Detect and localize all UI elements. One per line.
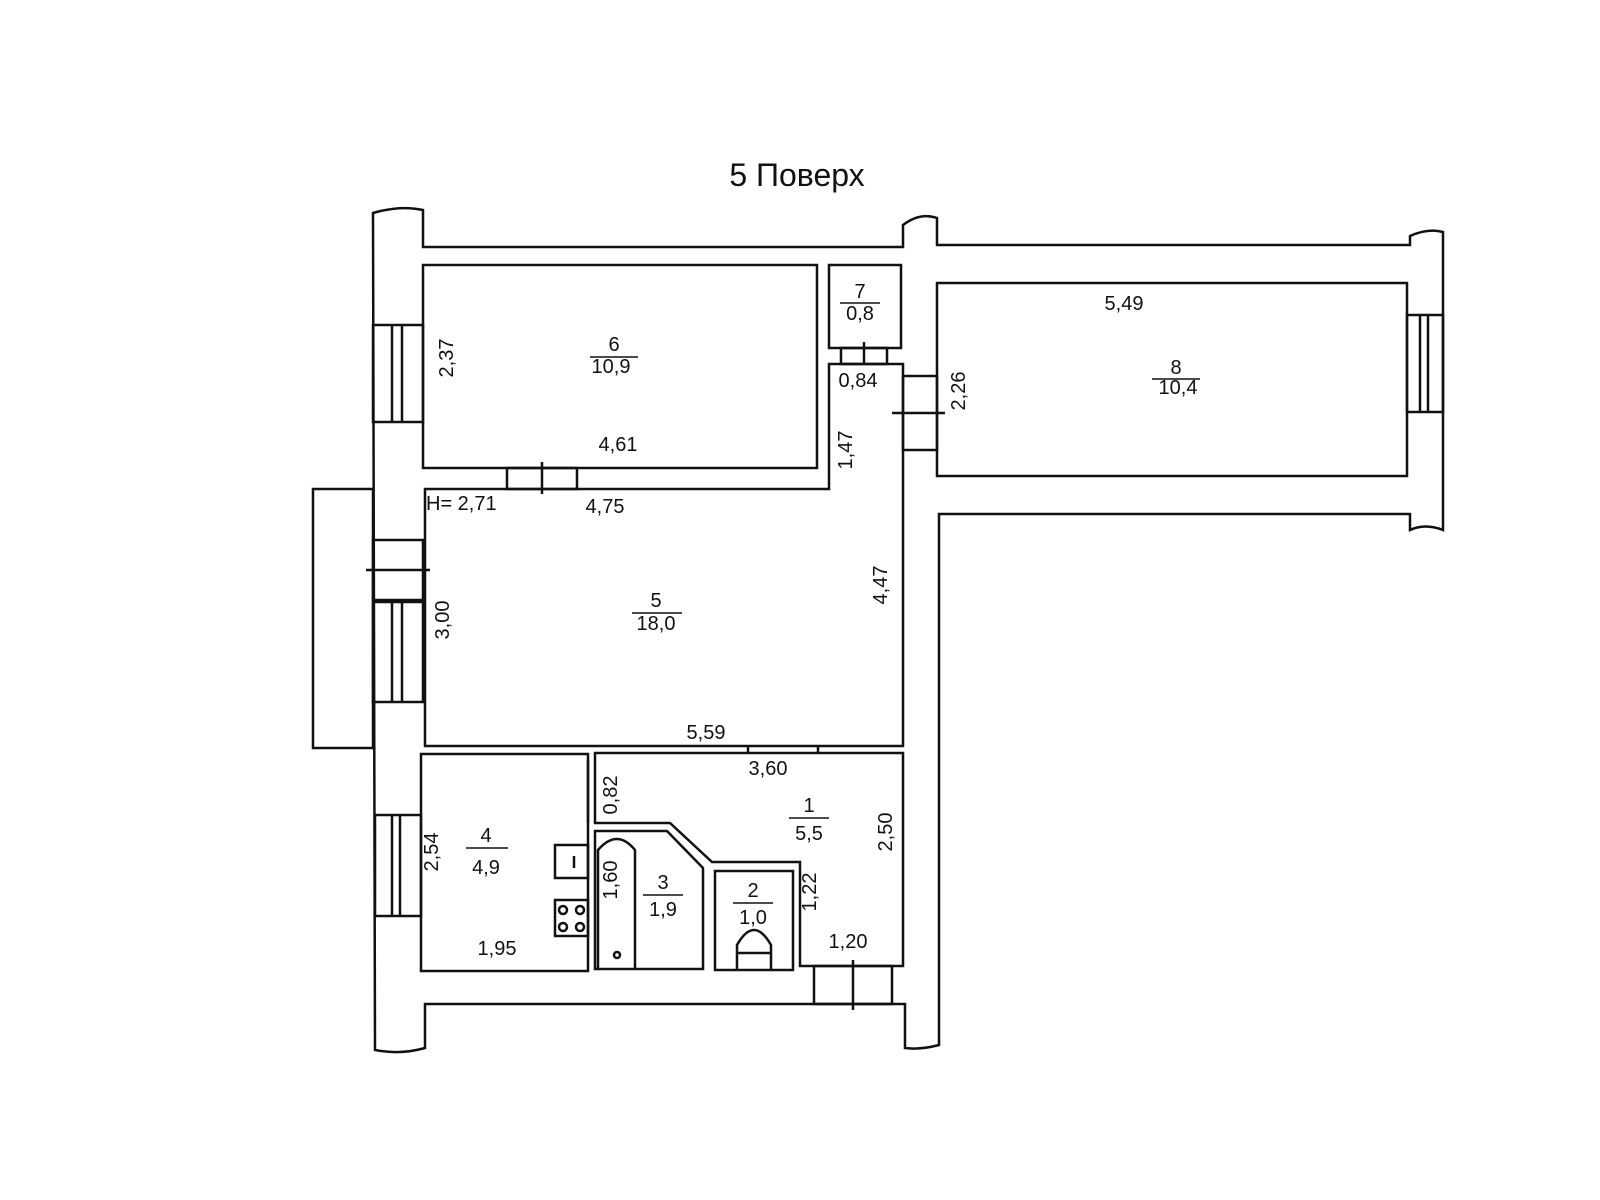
svg-text:1,47: 1,47 — [835, 431, 857, 470]
room-labels: 1 5,5 2 1,0 3 1,9 4 4,9 518,0 610,9 70,8 810… — [466, 281, 1200, 929]
svg-text:18,0: 18,0 — [637, 613, 676, 635]
svg-text:0,8: 0,8 — [846, 303, 874, 325]
room-6-outline — [421, 263, 819, 470]
floor-title: 5 Поверх — [729, 157, 864, 193]
svg-text:1,60: 1,60 — [600, 861, 622, 900]
svg-text:2: 2 — [747, 880, 758, 902]
svg-text:2,37: 2,37 — [436, 339, 458, 378]
room-3-outline — [593, 829, 705, 971]
drain-icon — [612, 950, 622, 960]
svg-text:1,20: 1,20 — [829, 931, 868, 953]
svg-text:2,50: 2,50 — [875, 813, 897, 852]
bathtub-icon — [596, 837, 637, 969]
svg-text:7: 7 — [854, 281, 865, 303]
svg-text:8: 8 — [1170, 357, 1181, 379]
svg-text:5: 5 — [650, 590, 661, 612]
svg-text:1,22: 1,22 — [799, 873, 821, 912]
toilet-icon — [735, 928, 773, 970]
svg-text:5,59: 5,59 — [687, 722, 726, 744]
svg-text:4,9: 4,9 — [472, 857, 500, 879]
svg-text:3,00: 3,00 — [432, 601, 454, 640]
svg-text:1,0: 1,0 — [739, 907, 767, 929]
svg-text:0,82: 0,82 — [600, 776, 622, 815]
windows — [366, 313, 1445, 918]
room-5-outline — [423, 362, 905, 748]
dimension-labels: 2,37 4,61 H= 2,71 4,75 3,00 4,47 5,59 0,… — [421, 293, 1143, 960]
svg-text:2,26: 2,26 — [948, 372, 970, 411]
ceiling-height: H= 2,71 — [426, 493, 497, 515]
svg-text:4,47: 4,47 — [870, 566, 892, 605]
svg-text:1: 1 — [803, 795, 814, 817]
svg-text:3,60: 3,60 — [749, 758, 788, 780]
svg-text:1,95: 1,95 — [478, 938, 517, 960]
room-2-outline — [713, 869, 795, 972]
svg-text:5,5: 5,5 — [795, 823, 823, 845]
svg-text:2,54: 2,54 — [421, 833, 443, 872]
stove-icon — [553, 898, 590, 938]
svg-text:4,75: 4,75 — [586, 496, 625, 518]
svg-text:4: 4 — [480, 825, 491, 847]
svg-text:5,49: 5,49 — [1105, 293, 1144, 315]
fixtures — [553, 837, 773, 970]
svg-text:4,61: 4,61 — [599, 434, 638, 456]
svg-text:10,9: 10,9 — [592, 356, 631, 378]
svg-text:3: 3 — [657, 872, 668, 894]
rooms-outlines — [419, 263, 1409, 1010]
svg-text:6: 6 — [608, 334, 619, 356]
sink-icon — [553, 843, 590, 880]
room-1-outline — [593, 751, 905, 968]
svg-text:1,9: 1,9 — [649, 899, 677, 921]
walls — [311, 206, 1445, 1054]
svg-text:0,84: 0,84 — [839, 370, 878, 392]
svg-text:10,4: 10,4 — [1159, 377, 1198, 399]
